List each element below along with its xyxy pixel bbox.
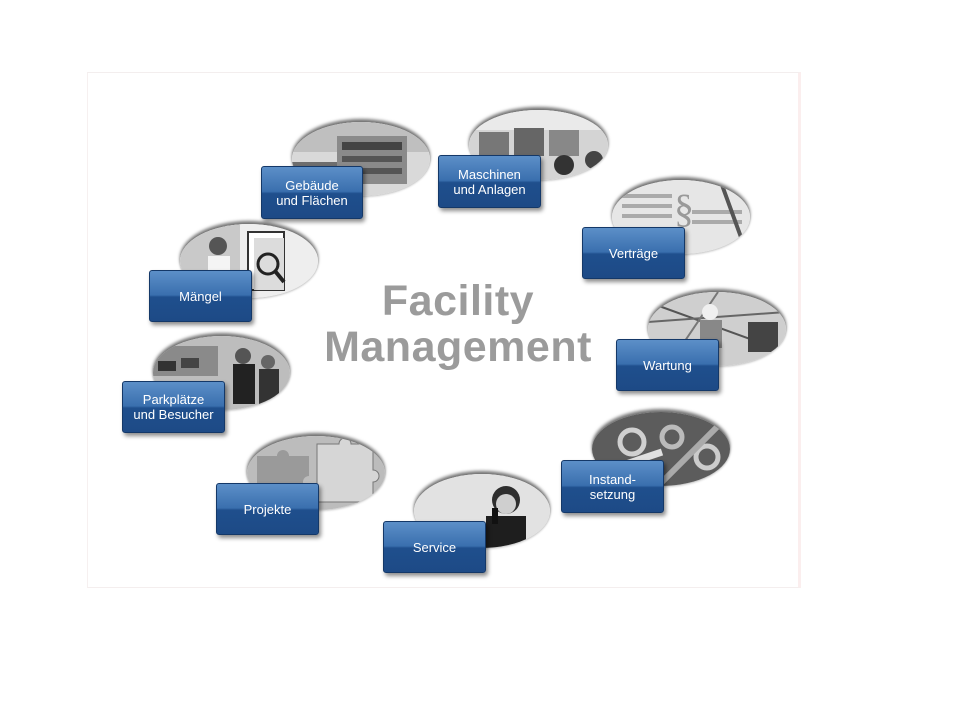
center-title-line2: Management	[324, 323, 592, 371]
topic-button-instandsetzung[interactable]: Instand- setzung	[561, 460, 664, 513]
topic-button-projekte[interactable]: Projekte	[216, 483, 319, 535]
topic-button-parkplaetze[interactable]: Parkplätze und Besucher	[122, 381, 225, 433]
center-title: Facility Management	[300, 278, 616, 370]
center-title-line1: Facility	[381, 277, 535, 325]
topic-button-gebaeude[interactable]: Gebäude und Flächen	[261, 166, 363, 219]
topic-button-maengel[interactable]: Mängel	[149, 270, 252, 322]
topic-button-vertraege[interactable]: Verträge	[582, 227, 685, 279]
svg-text:§: §	[674, 186, 694, 231]
topic-button-wartung[interactable]: Wartung	[616, 339, 719, 391]
topic-button-service[interactable]: Service	[383, 521, 486, 573]
topic-button-maschinen[interactable]: Maschinen und Anlagen	[438, 155, 541, 208]
